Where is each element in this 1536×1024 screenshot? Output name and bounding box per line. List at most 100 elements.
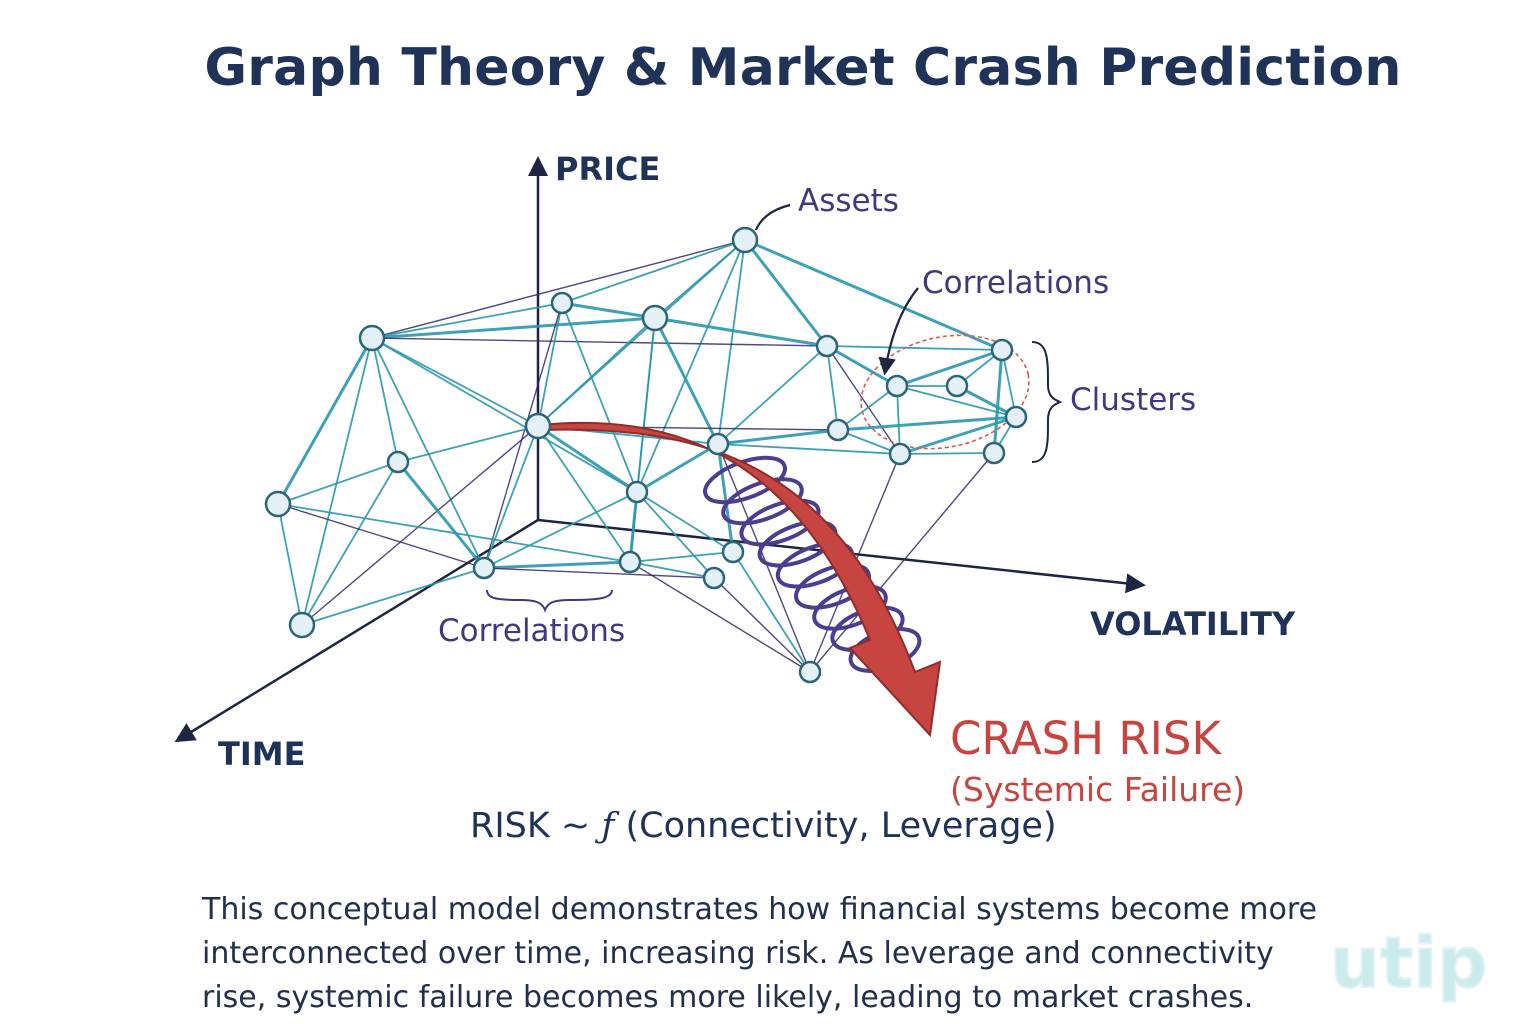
formula-right: (Connectivity, Leverage) [614, 806, 1057, 846]
correlation-edge [743, 239, 829, 347]
asset-node [702, 566, 726, 590]
crash-arrow [539, 421, 942, 738]
correlation-edge [837, 415, 1017, 432]
asset-node [358, 324, 386, 352]
asset-node [1004, 405, 1028, 429]
correlations-pointer [878, 287, 919, 376]
correlations-bottom-label: Correlations [438, 613, 626, 649]
asset-node [721, 540, 745, 564]
correlation-edge [717, 239, 746, 445]
correlation-edge [301, 425, 539, 626]
correlation-edge [717, 428, 839, 446]
correlation-edge [826, 345, 1003, 351]
correlation-edge [277, 503, 631, 563]
correlation-edge [629, 561, 715, 579]
correlation-edge [483, 560, 631, 570]
asset-node [815, 334, 839, 358]
asset-node [826, 418, 850, 442]
correlation-edge [636, 239, 746, 493]
correlation-edge [896, 385, 901, 455]
asset-node [731, 226, 759, 254]
assets-pointer [754, 203, 791, 231]
correlation-edge [397, 425, 539, 463]
page-title: Graph Theory & Market Crash Prediction [204, 38, 1402, 98]
correlation-edge [301, 461, 399, 626]
correlation-edge [629, 551, 734, 563]
spring-coil [739, 498, 821, 547]
correlation-edge [744, 238, 1003, 352]
correlation-edge [654, 316, 828, 348]
correlation-edge [717, 443, 901, 455]
correlations-top-label: Correlations [922, 265, 1110, 301]
correlation-edge [636, 442, 719, 494]
assets-label: Assets [798, 183, 899, 219]
asset-node [550, 291, 574, 315]
volatility-axis-label: VOLATILITY [1090, 605, 1296, 643]
price-axis-label: PRICE [555, 150, 661, 188]
clusters-label: Clusters [1070, 382, 1197, 418]
correlation-edge [537, 424, 638, 494]
correlation-edge [371, 337, 828, 347]
formula-left: RISK ~ [470, 806, 602, 846]
correlation-edge [992, 349, 1004, 454]
spring-coil [757, 520, 838, 568]
asset-node [386, 450, 410, 474]
correlation-edge [628, 491, 639, 563]
correlation-edge [1001, 349, 1017, 418]
description-paragraph: This conceptual model demonstrates how f… [202, 892, 1317, 1015]
correlation-edge [732, 551, 811, 673]
spring-coil [812, 584, 888, 631]
correlation-edge [483, 302, 563, 569]
correlation-edge [809, 452, 995, 673]
correlation-edge [371, 337, 539, 427]
nodes [264, 226, 1028, 684]
correlation-edge [371, 316, 656, 340]
correlation-edge [561, 239, 746, 304]
correlation-edge [713, 577, 811, 673]
asset-node [524, 412, 552, 440]
correlations-brace [486, 589, 613, 613]
correlation-edge [371, 337, 485, 569]
asset-node [618, 550, 642, 574]
asset-node [990, 338, 1014, 362]
time-axis-label: TIME [218, 735, 306, 773]
correlation-edge [717, 443, 811, 673]
asset-node [982, 441, 1006, 465]
clusters-brace [1031, 341, 1063, 463]
correlation-edge [629, 561, 811, 673]
correlation-edge [717, 345, 828, 445]
correlation-edge [277, 461, 399, 505]
cluster-outline [860, 334, 1030, 450]
correlation-edge [396, 461, 486, 569]
asset-node [945, 374, 969, 398]
formula-function: ƒ [601, 806, 615, 846]
correlation-edge [277, 503, 303, 626]
crash-risk-subtitle: (Systemic Failure) [950, 770, 1246, 809]
asset-node [264, 490, 292, 518]
correlation-edge [653, 317, 720, 445]
asset-node [625, 480, 649, 504]
correlation-edge [276, 337, 374, 505]
correlation-edge [826, 345, 839, 431]
correlation-edge [483, 425, 539, 569]
spring-coil [721, 477, 804, 526]
risk-formula: RISK ~ ƒ (Connectivity, Leverage) [470, 806, 1057, 846]
correlation-edge [537, 302, 563, 427]
asset-node [888, 442, 912, 466]
correlation-edge [537, 317, 656, 427]
correlation-edge [636, 491, 734, 553]
asset-node [798, 660, 822, 684]
correlation-edge [716, 443, 735, 553]
asset-node [641, 304, 669, 332]
correlation-edge [301, 567, 485, 626]
correlation-edge [826, 344, 898, 388]
asset-node [288, 611, 316, 639]
correlation-edge [826, 345, 901, 455]
correlation-edge [837, 385, 898, 431]
correlation-edge [277, 503, 485, 569]
correlation-edge [301, 337, 373, 626]
correlation-edge [896, 348, 1003, 388]
correlation-edge [899, 452, 995, 455]
correlation-edge [483, 491, 638, 569]
